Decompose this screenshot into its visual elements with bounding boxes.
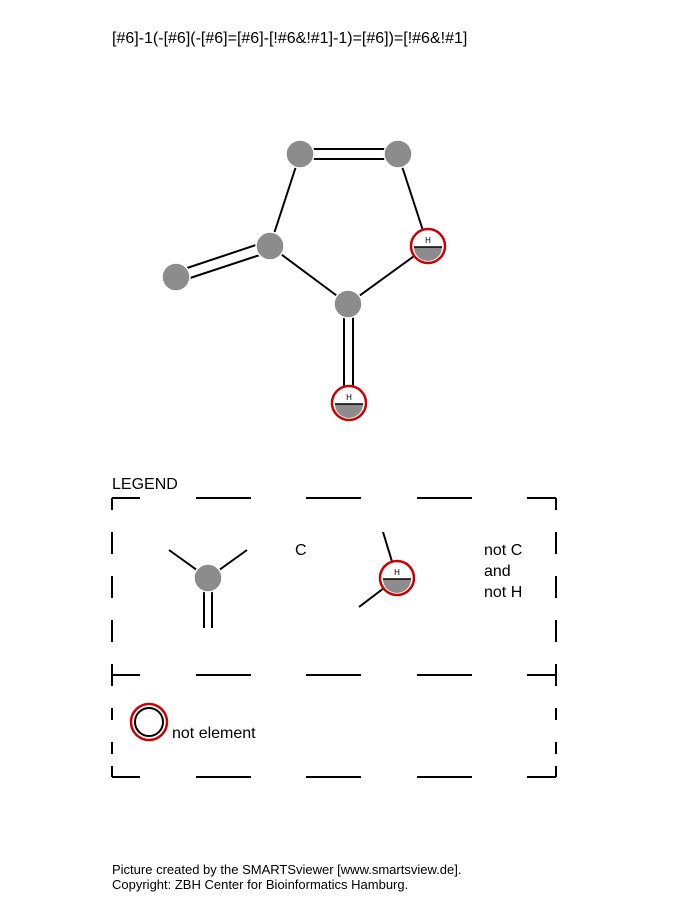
bond-single	[269, 153, 301, 247]
smarts-pattern: [#6]-1(-[#6](-[#6]=[#6]-[!#6&!#1]-1)=[#6…	[112, 30, 468, 47]
carbon-atom	[161, 262, 191, 292]
carbon-atom	[193, 563, 223, 593]
element-circle	[134, 707, 164, 737]
legend-frame	[111, 497, 557, 778]
bond-double-a	[174, 240, 269, 273]
legend-carbon-symbol	[168, 549, 248, 628]
not-c-not-h-atom: H	[330, 384, 368, 422]
atoms	[161, 139, 413, 319]
hydrogen-glyph: H	[394, 568, 400, 577]
legend-title: LEGEND	[112, 476, 178, 493]
atom-lower-half	[335, 404, 363, 418]
footer-line: Picture created by the SMARTSviewer [www…	[112, 862, 462, 877]
legend-label-line: and	[484, 563, 511, 580]
footer-line: Copyright: ZBH Center for Bioinformatics…	[112, 877, 409, 892]
carbon-atom	[333, 289, 363, 319]
legend-carbon-label: C	[295, 542, 307, 559]
legend-not-c-not-h-symbol: H	[358, 531, 416, 608]
bond-double-b	[177, 250, 273, 283]
carbon-atom	[285, 139, 315, 169]
hydrogen-glyph: H	[425, 236, 431, 245]
legend-not-element-label: not element	[172, 725, 256, 742]
bonds	[174, 148, 429, 402]
legend-not-element-symbol	[129, 702, 169, 742]
atom-lower-half	[414, 247, 442, 261]
bond-single	[269, 245, 349, 305]
legend-label-line: not H	[484, 584, 523, 601]
carbon-atom	[383, 139, 413, 169]
legend-label-line: not C	[484, 542, 523, 559]
carbon-atom	[255, 231, 285, 261]
hydrogen-glyph: H	[346, 393, 352, 402]
footer-credits: Picture created by the SMARTSviewer [www…	[112, 862, 461, 892]
legend-not-c-not-h-label: not C and not H	[484, 540, 522, 603]
not-c-not-h-atom: H	[409, 227, 447, 265]
